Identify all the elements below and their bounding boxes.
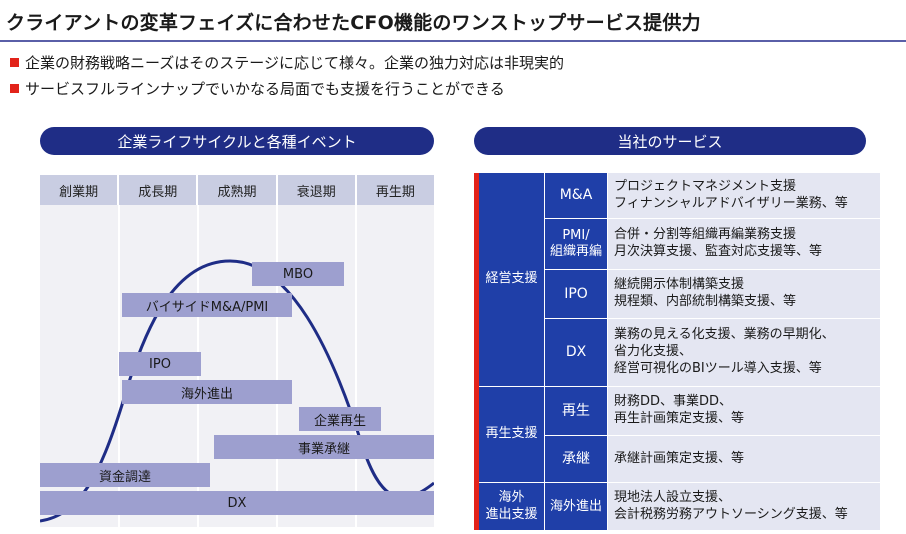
stage-divider <box>355 205 357 527</box>
event-corporate-revival: 企業再生 <box>299 407 381 431</box>
stage-decline: 衰退期 <box>278 175 357 205</box>
desc-line: 規程類、内部統制構築支援、等 <box>614 294 797 309</box>
event-business-succession: 事業承継 <box>214 435 434 459</box>
stage-divider <box>276 205 278 527</box>
bullet-text: サービスフルラインナップでいかなる局面でも支援を行うことができる <box>25 80 505 98</box>
desc-line: 会計税務労務アウトソーシング支援、等 <box>614 506 848 522</box>
event-buyside-ma-pmi: バイサイドM&A/PMI <box>122 293 292 317</box>
desc-line: 再生計画策定支援、等 <box>614 411 745 426</box>
category-overseas-support: 海外 進出支援 <box>479 483 544 530</box>
page-title: クライアントの変革フェイズに合わせたCFO機能のワンストップサービス提供力 <box>6 12 701 34</box>
title-divider <box>0 40 906 42</box>
red-square-bullet-icon <box>10 84 19 93</box>
desc-line: 業務の見える化支援、業務の早期化、 <box>614 327 835 343</box>
service-kaigai-desc: 現地法人設立支援、 会計税務労務アウトソーシング支援、等 <box>608 483 880 530</box>
service-ma-label: M&A <box>545 173 607 218</box>
event-ipo: IPO <box>119 352 201 376</box>
stage-maturity: 成熟期 <box>198 175 278 205</box>
stage-header-row: 創業期 成長期 成熟期 衰退期 再生期 <box>40 175 434 205</box>
service-kaigai-label: 海外進出 <box>545 483 607 530</box>
desc-line: 承継計画策定支援、等 <box>614 450 745 466</box>
category-management-support: 経営支援 <box>479 173 544 386</box>
bullet-text: 企業の財務戦略ニーズはそのステージに応じて様々。企業の独力対応は非現実的 <box>25 54 564 72</box>
event-dx: DX <box>40 491 434 515</box>
desc-line: プロジェクトマネジメント支援 <box>614 178 797 194</box>
category-revival-support: 再生支援 <box>479 387 544 482</box>
service-dx-desc: 業務の見える化支援、業務の早期化、 省力化支援、 経営可視化のBIツール導入支援… <box>608 319 880 386</box>
service-shokei-label: 承継 <box>545 436 607 482</box>
service-pmi-label: PMI/ 組織再編 <box>545 219 607 269</box>
event-overseas-expansion: 海外進出 <box>122 380 292 404</box>
desc-line: 月次決算支援、監査対応支援等、等 <box>614 244 823 259</box>
desc-line: 省力化支援、 <box>614 344 693 360</box>
bullet-item: サービスフルラインナップでいかなる局面でも支援を行うことができる <box>10 78 505 99</box>
service-dx-label: DX <box>545 319 607 386</box>
stage-growth: 成長期 <box>119 175 199 205</box>
services-header: 当社のサービス <box>474 127 866 155</box>
lifecycle-header: 企業ライフサイクルと各種イベント <box>40 127 434 155</box>
desc-line: 財務DD、事業DD、 <box>614 394 733 410</box>
desc-line: 継続開示体制構築支援 <box>614 277 745 293</box>
accent-bar <box>474 173 479 530</box>
desc-line: フィナンシャルアドバイザリー業務、等 <box>614 195 848 211</box>
event-mbo: MBO <box>252 262 344 286</box>
service-ipo-desc: 継続開示体制構築支援 規程類、内部統制構築支援、等 <box>608 270 880 318</box>
event-fundraising: 資金調達 <box>40 463 210 487</box>
lifecycle-panel: 創業期 成長期 成熟期 衰退期 再生期 MBO バイサイドM&A/PMI IPO… <box>40 175 434 527</box>
service-ma-desc: プロジェクトマネジメント支援 フィナンシャルアドバイザリー業務、等 <box>608 173 880 218</box>
bullet-item: 企業の財務戦略ニーズはそのステージに応じて様々。企業の独力対応は非現実的 <box>10 52 564 73</box>
services-table: 経営支援 再生支援 海外 進出支援 M&A プロジェクトマネジメント支援 フィナ… <box>474 173 880 530</box>
stage-rebirth: 再生期 <box>375 184 415 200</box>
service-ipo-label: IPO <box>545 270 607 318</box>
service-pmi-desc: 合併・分割等組織再編業務支援 月次決算支援、監査対応支援等、等 <box>608 219 880 269</box>
red-square-bullet-icon <box>10 58 19 67</box>
service-saisei-desc: 財務DD、事業DD、 再生計画策定支援、等 <box>608 387 880 435</box>
lifecycle-curve <box>40 259 434 523</box>
stage-founding: 創業期 <box>40 175 120 205</box>
service-shokei-desc: 承継計画策定支援、等 <box>608 436 880 482</box>
service-saisei-label: 再生 <box>545 387 607 435</box>
desc-line: 経営可視化のBIツール導入支援、等 <box>614 360 822 376</box>
desc-line: 現地法人設立支援、 <box>614 489 732 505</box>
desc-line: 合併・分割等組織再編業務支援 <box>614 227 797 243</box>
